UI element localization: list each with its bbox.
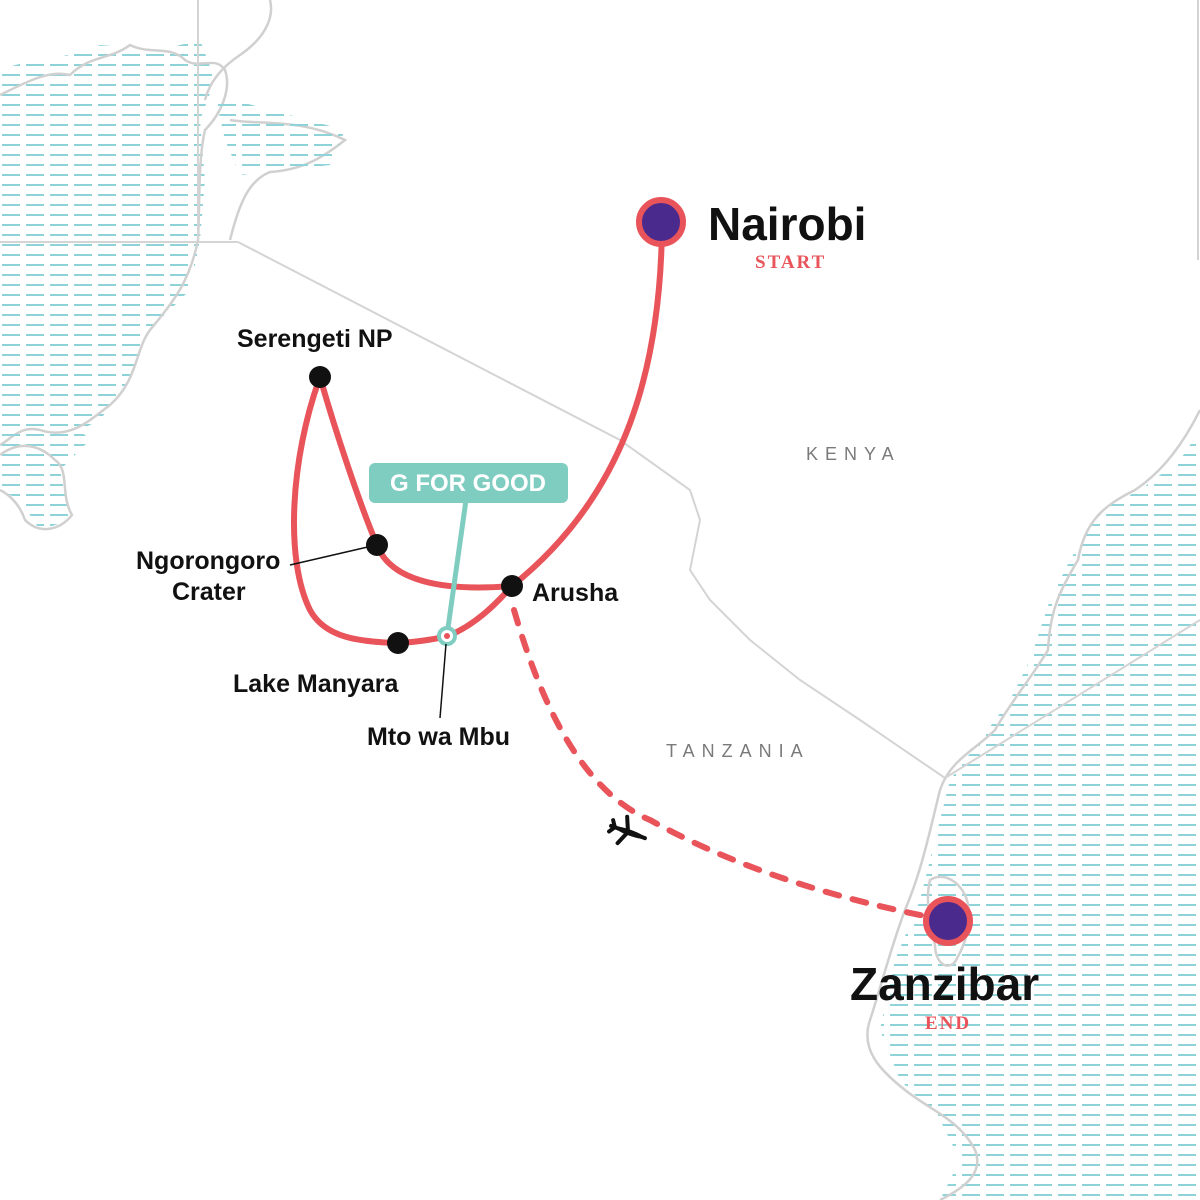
mto-wa-mbu-marker-dot [444,633,450,639]
g-for-good-badge-label: G FOR GOOD [390,470,546,497]
label-arusha: Arusha [532,579,619,607]
route-flight-arusha-zanzibar [511,607,948,923]
mto-wa-mbu-leader-line [439,643,447,719]
stop-marker-ngorongoro[interactable] [366,534,388,556]
route-layer [290,225,948,923]
southern-gulf-shore [0,444,74,531]
start-marker-nairobi[interactable] [636,197,686,247]
label-zanzibar: Zanzibar [850,958,1039,1010]
indian-ocean-water [880,430,1200,1200]
lake-victoria-shore [0,43,229,447]
lake-inlet-water [215,95,345,175]
lake-victoria-water [0,40,215,440]
g-for-good-badge[interactable]: G FOR GOOD [369,463,568,503]
airplane-icon [607,814,647,846]
label-lake-manyara: Lake Manyara [233,670,399,698]
country-label-kenya: KENYA [806,444,901,464]
mainland-coast [866,409,1200,1200]
label-ngorongoro-line2: Crater [172,578,246,606]
label-end-tag: END [925,1013,971,1034]
southern-gulf-water [0,420,90,530]
g-for-good-badge-bg [369,463,568,503]
end-marker-zanzibar[interactable] [923,896,973,946]
kenya-tanzania-border [237,241,946,779]
northern-lake-shore [203,0,273,101]
route-nairobi-arusha [509,225,665,589]
coastal-border [944,619,1200,779]
route-serengeti-manyara [290,374,401,646]
stop-marker-arusha[interactable] [501,575,523,597]
label-serengeti: Serengeti NP [237,325,393,353]
ngorongoro-leader-line [289,545,373,566]
label-nairobi: Nairobi [708,198,866,250]
label-ngorongoro-line1: Ngorongoro [136,547,280,575]
stop-marker-serengeti[interactable] [309,366,331,388]
label-mto-wa-mbu: Mto wa Mbu [367,723,510,751]
label-start-tag: START [755,252,826,273]
country-label-tanzania: TANZANIA [666,741,810,761]
g-for-good-connector [444,499,469,636]
stop-marker-lake-manyara[interactable] [387,632,409,654]
